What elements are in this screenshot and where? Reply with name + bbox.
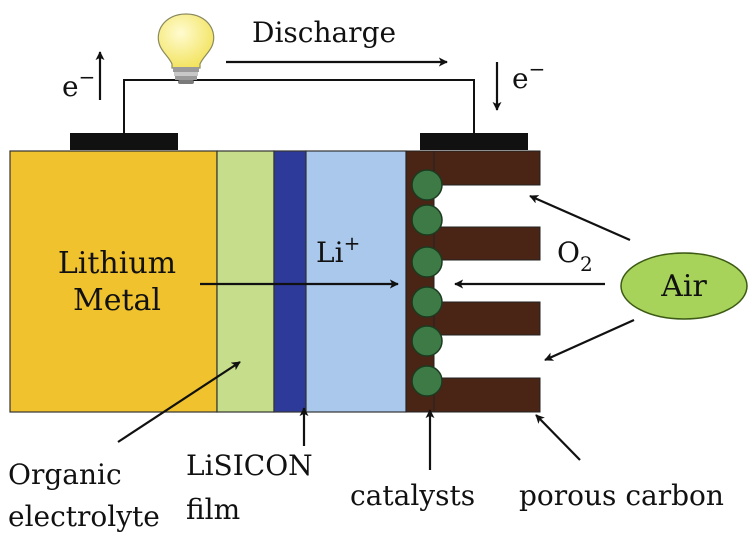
organic-electrolyte-layer [216,150,275,413]
lithium-metal-label-line1: Lithium [58,246,176,281]
discharge-label: Discharge [252,16,396,49]
circuit-wire [123,79,475,135]
cathode-terminal [420,133,528,150]
light-bulb-icon [157,13,215,84]
anode-terminal [70,133,178,150]
lisicon-label-line2: film [186,493,240,526]
li-ion-label: Li+ [316,231,360,269]
catalysts-label: catalysts [350,479,475,512]
air-arrow-lower [544,318,635,362]
air-bubble [620,252,748,320]
lisicon-label-line1: LiSICON [186,449,313,482]
catalyst-particles [411,169,443,397]
oxygen-label: O2 [557,236,593,276]
electron-label-left: e− [62,65,95,103]
air-arrow-upper [529,194,631,242]
porous-carbon-label: porous carbon [519,479,724,512]
porous-carbon-pointer [535,414,581,461]
organic-electrolyte-pointer [117,361,241,443]
aqueous-electrolyte-layer [305,150,407,413]
lithium-metal-label-line2: Metal [73,283,161,318]
lisicon-film-layer [273,150,307,413]
air-label: Air [660,269,707,304]
electron-label-right: e− [512,57,545,95]
organic-electrolyte-label-line2: electrolyte [8,500,160,533]
lithium-metal-layer [9,150,218,413]
organic-electrolyte-label-line1: Organic [8,458,122,491]
